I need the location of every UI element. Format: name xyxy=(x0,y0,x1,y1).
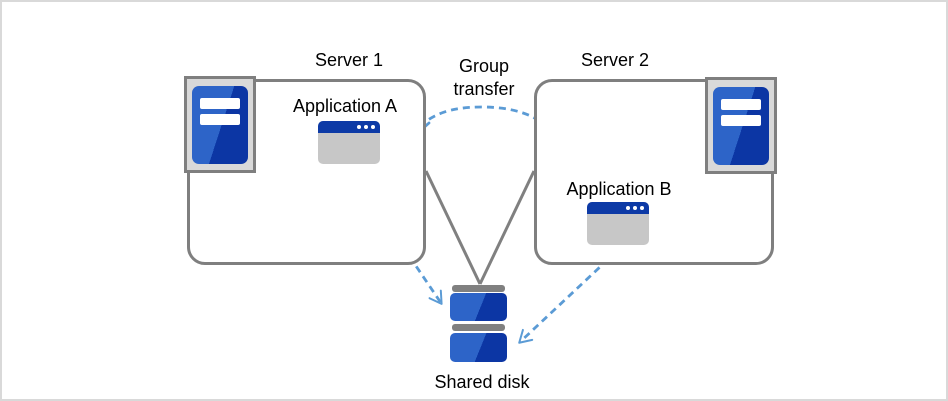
window-dot-icon xyxy=(633,206,637,210)
disk-body xyxy=(450,293,507,321)
server2-label: Server 2 xyxy=(580,50,650,70)
window-dot-icon xyxy=(626,206,630,210)
window-dot-icon xyxy=(364,125,368,129)
application-a-label: Application A xyxy=(292,96,398,116)
disk-platter-bar xyxy=(452,324,505,331)
server-drive-slot xyxy=(200,113,240,125)
disk-body xyxy=(450,333,507,362)
disk-platter-bar xyxy=(452,285,505,292)
shared-disk-label: Shared disk xyxy=(434,372,530,392)
server-drive-slot xyxy=(721,114,761,126)
edge-group-transfer-arc xyxy=(414,105,555,141)
server-drive-slot xyxy=(200,97,240,109)
application-b-window-icon xyxy=(587,202,649,245)
server-tower-body xyxy=(192,85,248,164)
server-drive-slot xyxy=(721,98,761,110)
application-b-label: Application B xyxy=(566,179,672,199)
shared-disk-icon xyxy=(450,285,507,363)
edge-server2-to-disk xyxy=(478,170,536,285)
server1-tower-icon xyxy=(184,76,256,173)
edge-app-b-to-disk xyxy=(518,249,618,344)
window-dot-icon xyxy=(371,125,375,129)
group-transfer-label: Group transfer xyxy=(453,56,515,100)
server-tower-body xyxy=(713,86,769,165)
edge-server1-to-disk xyxy=(424,170,482,285)
window-dot-icon xyxy=(357,125,361,129)
server2-tower-icon xyxy=(705,77,777,174)
window-dot-icon xyxy=(640,206,644,210)
server1-label: Server 1 xyxy=(314,50,384,70)
window-titlebar xyxy=(587,202,649,214)
window-titlebar xyxy=(318,121,380,133)
application-a-window-icon xyxy=(318,121,380,164)
